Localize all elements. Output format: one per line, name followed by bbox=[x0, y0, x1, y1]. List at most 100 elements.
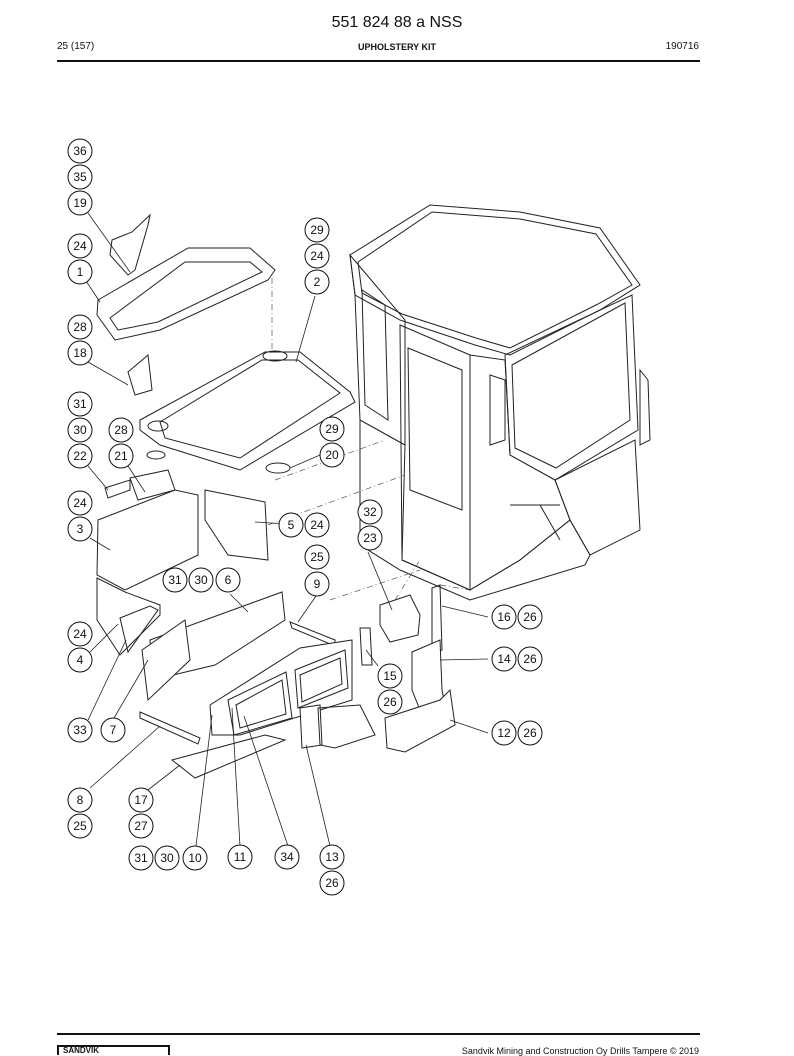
svg-text:30: 30 bbox=[160, 851, 174, 865]
svg-text:24: 24 bbox=[310, 518, 324, 532]
balloon-32: 32 bbox=[357, 499, 383, 525]
page-title: UPHOLSTERY KIT bbox=[357, 42, 436, 52]
part-9-strip bbox=[289, 621, 336, 647]
balloon-7: 7 bbox=[100, 717, 126, 743]
svg-text:25: 25 bbox=[310, 550, 324, 564]
balloon-19: 19 bbox=[67, 190, 93, 216]
svg-text:24: 24 bbox=[73, 627, 87, 641]
balloon-11: 11 bbox=[227, 844, 253, 870]
document-date: 190716 bbox=[665, 41, 699, 52]
balloon-31: 31 bbox=[162, 567, 188, 593]
svg-text:26: 26 bbox=[523, 652, 537, 666]
balloon-29: 29 bbox=[304, 217, 330, 243]
balloon-10: 10 bbox=[182, 845, 208, 871]
balloon-30: 30 bbox=[67, 417, 93, 443]
svg-text:31: 31 bbox=[168, 573, 182, 587]
balloon-12: 12 bbox=[491, 720, 517, 746]
balloon-34: 34 bbox=[274, 844, 300, 870]
balloon-18: 18 bbox=[67, 340, 93, 366]
svg-text:1: 1 bbox=[77, 265, 84, 279]
balloon-15: 15 bbox=[377, 663, 403, 689]
svg-text:8: 8 bbox=[77, 793, 84, 807]
svg-text:30: 30 bbox=[194, 573, 208, 587]
svg-text:24: 24 bbox=[73, 496, 87, 510]
balloon-35: 35 bbox=[67, 164, 93, 190]
svg-text:21: 21 bbox=[114, 449, 128, 463]
cab-outline bbox=[349, 204, 651, 601]
part-1-upper-trim bbox=[96, 213, 276, 341]
part-16-upright bbox=[431, 584, 443, 656]
balloon-21: 21 bbox=[108, 443, 134, 469]
balloon-26: 26 bbox=[319, 870, 345, 896]
balloon-22: 22 bbox=[67, 443, 93, 469]
part-15-bracket bbox=[359, 627, 373, 666]
footer-copyright: Sandvik Mining and Construction Oy Drill… bbox=[461, 1046, 699, 1056]
svg-text:26: 26 bbox=[523, 726, 537, 740]
leader-lines bbox=[79, 212, 489, 847]
balloon-33: 33 bbox=[67, 717, 93, 743]
balloon-5: 5 bbox=[278, 512, 304, 538]
svg-text:31: 31 bbox=[73, 397, 87, 411]
balloon-24: 24 bbox=[67, 233, 93, 259]
part-7-panel bbox=[141, 619, 191, 702]
svg-text:14: 14 bbox=[497, 652, 511, 666]
balloon-30: 30 bbox=[188, 567, 214, 593]
balloon-26: 26 bbox=[517, 646, 543, 672]
balloon-4: 4 bbox=[67, 647, 93, 673]
balloon-24: 24 bbox=[304, 512, 330, 538]
brand-logo: SANDVIK bbox=[57, 1045, 170, 1055]
svg-text:26: 26 bbox=[325, 876, 339, 890]
balloon-16: 16 bbox=[491, 604, 517, 630]
part-17-floor-strip bbox=[170, 734, 287, 779]
balloon-9: 9 bbox=[304, 571, 330, 597]
part-23-box bbox=[379, 594, 421, 643]
svg-text:10: 10 bbox=[188, 851, 202, 865]
svg-text:28: 28 bbox=[114, 423, 128, 437]
svg-text:31: 31 bbox=[134, 851, 148, 865]
svg-text:34: 34 bbox=[280, 850, 294, 864]
svg-text:7: 7 bbox=[110, 723, 117, 737]
part-20-disc bbox=[265, 462, 291, 474]
balloon-17: 17 bbox=[128, 787, 154, 813]
balloon-23: 23 bbox=[357, 525, 383, 551]
balloon-31: 31 bbox=[128, 845, 154, 871]
balloon-24: 24 bbox=[67, 490, 93, 516]
balloon-6: 6 bbox=[215, 567, 241, 593]
balloon-36: 36 bbox=[67, 138, 93, 164]
balloon-24: 24 bbox=[304, 243, 330, 269]
balloon-13: 13 bbox=[319, 844, 345, 870]
svg-text:29: 29 bbox=[325, 422, 339, 436]
svg-text:17: 17 bbox=[134, 793, 148, 807]
svg-text:32: 32 bbox=[363, 505, 377, 519]
svg-text:26: 26 bbox=[523, 610, 537, 624]
svg-text:35: 35 bbox=[73, 170, 87, 184]
balloon-31: 31 bbox=[67, 391, 93, 417]
balloon-2: 2 bbox=[304, 269, 330, 295]
svg-text:6: 6 bbox=[225, 573, 232, 587]
balloon-27: 27 bbox=[128, 813, 154, 839]
part-13-column bbox=[299, 704, 376, 749]
callout-balloons: 36 35 19 24 1 28 18 31 30 28 22 21 24 3 … bbox=[67, 138, 543, 896]
part-10-11-34-panels bbox=[209, 639, 353, 736]
balloon-24: 24 bbox=[67, 621, 93, 647]
svg-text:30: 30 bbox=[73, 423, 87, 437]
svg-text:9: 9 bbox=[314, 577, 321, 591]
balloon-1: 1 bbox=[67, 259, 93, 285]
balloon-26: 26 bbox=[377, 689, 403, 715]
header-rule bbox=[57, 60, 700, 62]
svg-text:18: 18 bbox=[73, 346, 87, 360]
svg-text:11: 11 bbox=[234, 850, 247, 864]
svg-text:29: 29 bbox=[310, 223, 324, 237]
part-5-side-panel bbox=[204, 489, 269, 561]
svg-text:25: 25 bbox=[73, 819, 87, 833]
svg-text:19: 19 bbox=[73, 196, 87, 210]
svg-text:24: 24 bbox=[73, 239, 87, 253]
svg-text:2: 2 bbox=[314, 275, 321, 289]
balloon-25: 25 bbox=[67, 813, 93, 839]
svg-text:23: 23 bbox=[363, 531, 377, 545]
balloon-28: 28 bbox=[67, 314, 93, 340]
footer-rule bbox=[57, 1033, 700, 1035]
svg-text:33: 33 bbox=[73, 723, 87, 737]
balloon-26: 26 bbox=[517, 604, 543, 630]
svg-text:15: 15 bbox=[383, 669, 397, 683]
